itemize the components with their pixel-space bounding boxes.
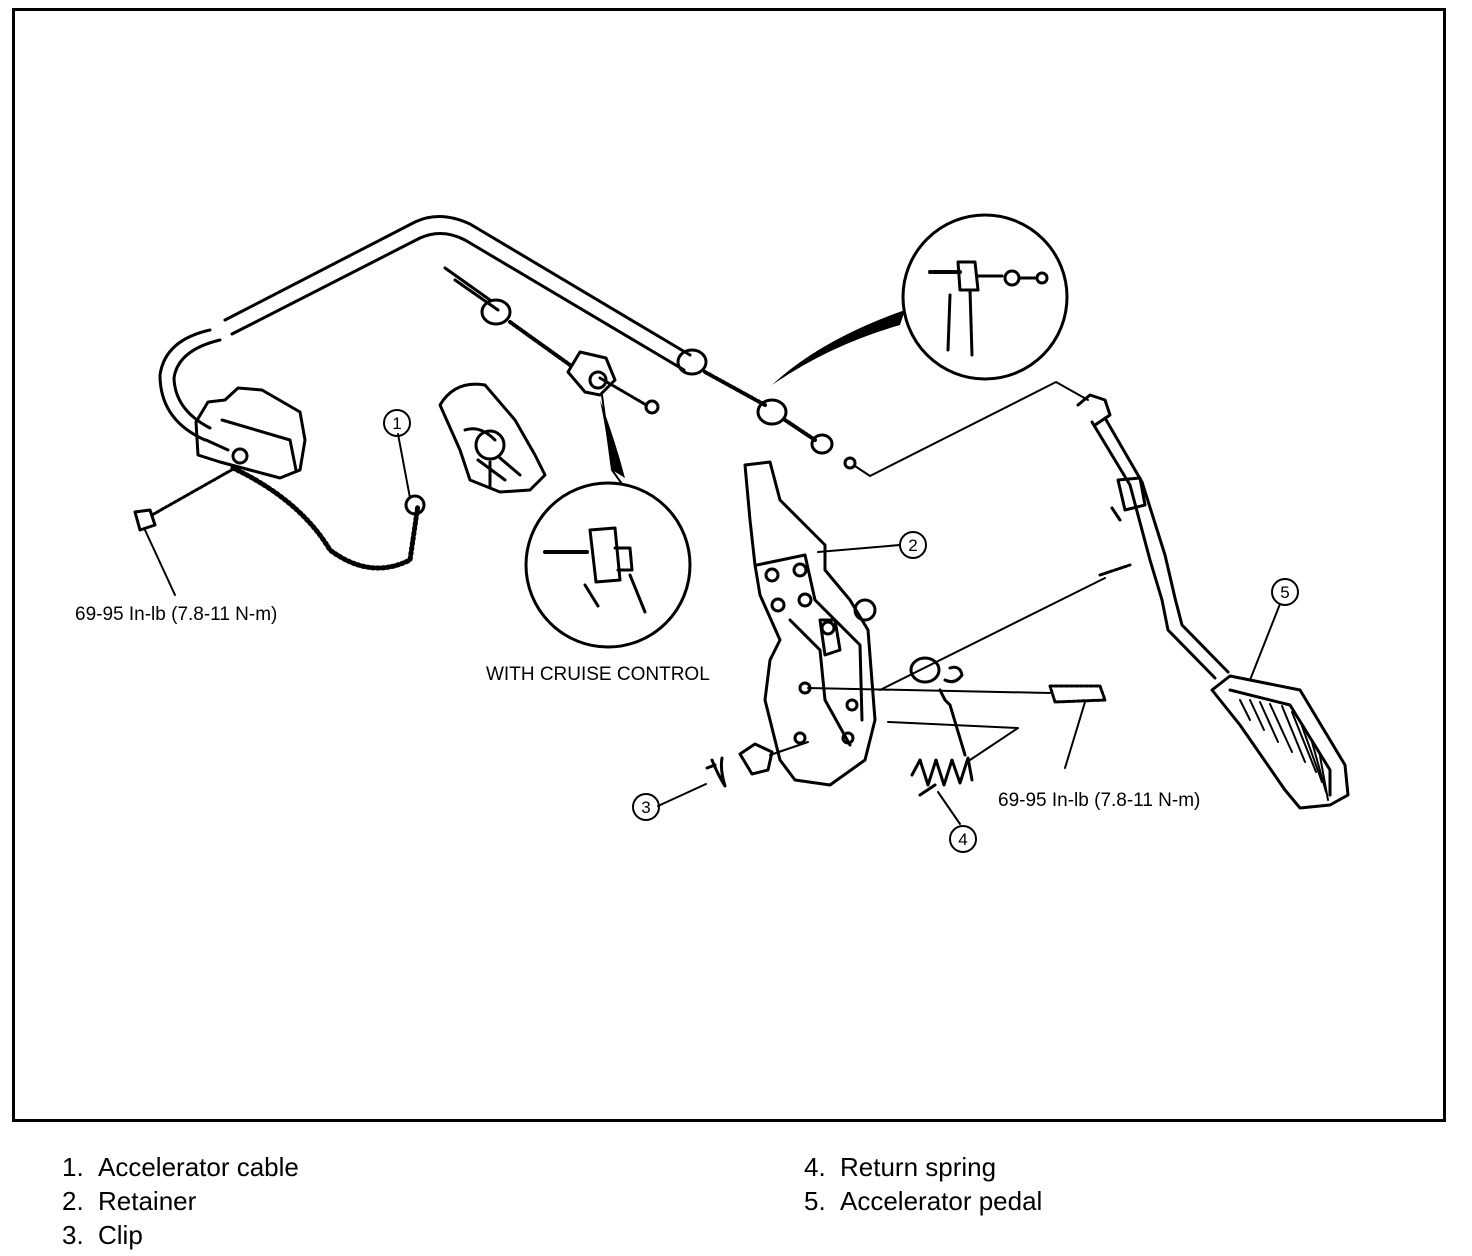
clip-and-bushing: [705, 741, 809, 788]
throttle-body: [194, 386, 307, 480]
pedal-arm: [1076, 393, 1230, 680]
legend-item: 5.Accelerator pedal: [804, 1186, 1043, 1216]
cruise-control-label: WITH CRUISE CONTROL: [486, 664, 710, 685]
callout-3-circle: [632, 793, 660, 821]
retainer-bracket: [743, 460, 877, 787]
legend-column-right: 4.Return spring 5.Accelerator pedal: [804, 1150, 1042, 1218]
return-spring: [887, 665, 1019, 797]
callout-2-circle: [899, 531, 927, 559]
legend-item: 1.Accelerator cable: [62, 1152, 299, 1182]
callout-1-circle: [383, 409, 411, 437]
callout-5-circle: [1271, 578, 1299, 606]
accelerator-pedal-pad: [1210, 674, 1350, 810]
parts-legend: 1.Accelerator cable 2.Retainer 3.Clip 4.…: [0, 1150, 1472, 1250]
callout-5: 5: [1280, 583, 1289, 602]
callout-3: 3: [641, 798, 650, 817]
callout-leaders: [397, 433, 1281, 825]
legend-item: 4.Return spring: [804, 1152, 997, 1182]
callout-4-circle: [949, 825, 977, 853]
accelerator-cable: [158, 215, 692, 571]
legend-item: 3.Clip: [62, 1220, 143, 1250]
pivot-parts: [807, 563, 1132, 769]
torque-label-right: 69-95 In-lb (7.8-11 N-m): [998, 790, 1200, 811]
diagram-frame: [12, 8, 1446, 1122]
torque-label-left: 69-95 In-lb (7.8-11 N-m): [75, 604, 277, 625]
inset-pointer-cruise: [600, 400, 625, 478]
pedal-detail-inset: [901, 213, 1069, 381]
cruise-detail-inset: [524, 394, 692, 649]
callout-1: 1: [392, 414, 401, 433]
callout-2: 2: [908, 536, 917, 555]
cruise-bracket: [566, 350, 617, 397]
callout-4: 4: [958, 830, 967, 849]
inner-cable: [676, 348, 1089, 477]
legend-item: 2.Retainer: [62, 1186, 197, 1216]
inset-pointer-pedal: [772, 310, 905, 385]
cruise-cable: [443, 266, 660, 415]
throttle-cam: [404, 382, 547, 516]
legend-column-left: 1.Accelerator cable 2.Retainer 3.Clip: [62, 1150, 299, 1252]
bolt-left: [133, 466, 237, 596]
